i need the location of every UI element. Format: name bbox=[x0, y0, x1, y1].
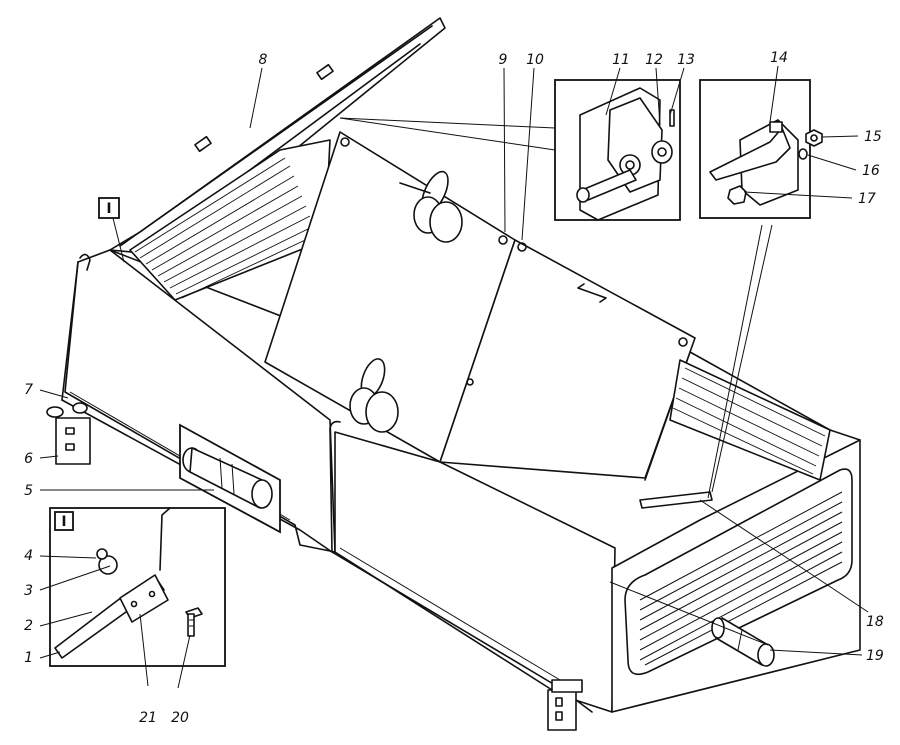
detail-marker-main-text: I bbox=[106, 201, 111, 217]
callout-13: 13 bbox=[677, 52, 695, 68]
wing-knob-upper bbox=[399, 170, 463, 243]
callout-12: 12 bbox=[645, 52, 663, 68]
partition-panel-right bbox=[439, 239, 696, 479]
front-right-panel bbox=[334, 431, 616, 713]
callout-19: 19 bbox=[866, 648, 884, 664]
callout-9: 9 bbox=[499, 52, 508, 68]
callout-14: 14 bbox=[770, 50, 788, 66]
detail-5-pin bbox=[179, 423, 281, 534]
callout-16: 16 bbox=[862, 163, 880, 179]
inset-detail-I bbox=[49, 507, 226, 667]
shelf-stack-right bbox=[639, 359, 831, 509]
callout-10: 10 bbox=[526, 52, 544, 68]
callout-6: 6 bbox=[24, 451, 33, 467]
callout-21: 21 bbox=[139, 710, 157, 726]
detail-marker-inset-text: I bbox=[61, 514, 66, 530]
callout-8: 8 bbox=[259, 52, 268, 68]
foot-bracket-bottom bbox=[547, 679, 583, 731]
callout-3: 3 bbox=[24, 583, 33, 599]
detail-box-latch bbox=[699, 79, 811, 219]
detail-marker-inset: I bbox=[54, 511, 74, 531]
callout-5: 5 bbox=[24, 483, 33, 499]
nut-washer bbox=[798, 129, 823, 160]
leader-lines bbox=[39, 65, 869, 689]
callout-1: 1 bbox=[24, 650, 33, 666]
detail-box-hinge bbox=[554, 79, 681, 221]
end-grille bbox=[624, 468, 853, 676]
callout-17: 17 bbox=[858, 191, 876, 207]
callout-labels: 1 2 3 4 5 6 7 8 9 10 11 12 13 14 15 16 1… bbox=[24, 50, 884, 726]
detail-marker-main: I bbox=[98, 197, 120, 219]
wing-knob-lower bbox=[349, 358, 399, 433]
callout-18: 18 bbox=[866, 614, 884, 630]
partition-panels bbox=[264, 131, 696, 553]
hinge-plate-6 bbox=[46, 402, 91, 465]
callout-20: 20 bbox=[171, 710, 189, 726]
callout-4: 4 bbox=[24, 548, 33, 564]
callout-2: 2 bbox=[24, 618, 33, 634]
callout-11: 11 bbox=[612, 52, 630, 68]
callout-15: 15 bbox=[864, 129, 882, 145]
callout-7: 7 bbox=[24, 382, 33, 398]
